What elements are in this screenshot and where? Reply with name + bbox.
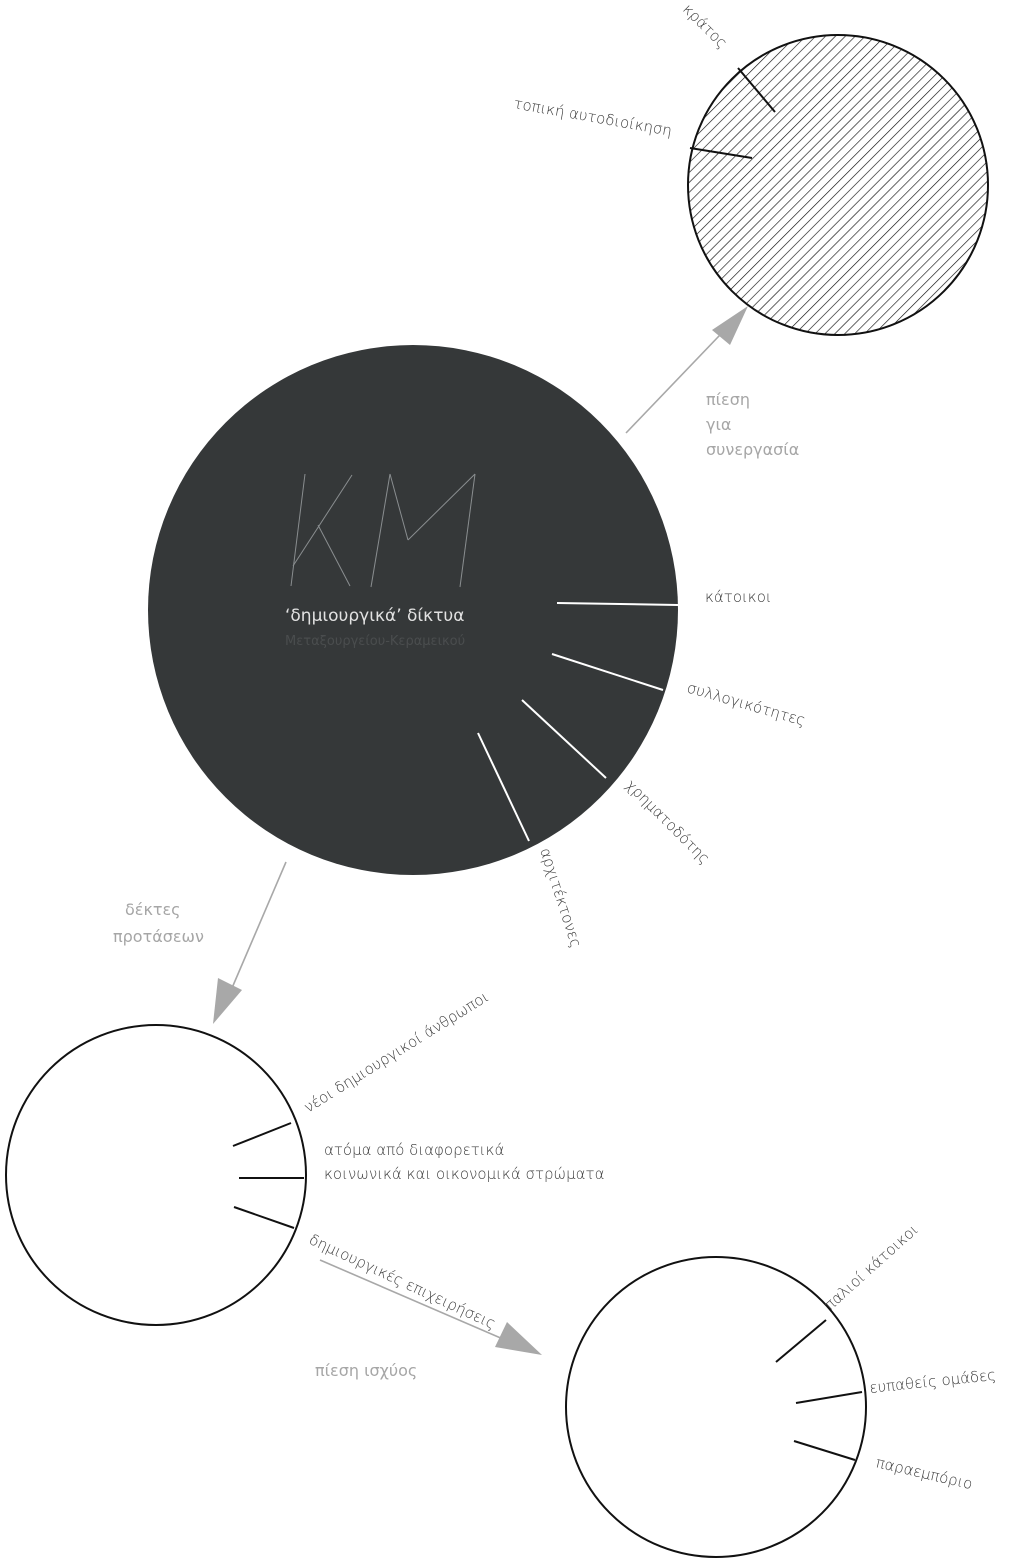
architects-spoke bbox=[477, 732, 530, 842]
funder-label: χρηματοδότης bbox=[622, 776, 713, 867]
power-label: πίεση ισχύος bbox=[315, 1361, 417, 1380]
recipients-label-1: δέκτες bbox=[125, 900, 181, 919]
creative-network-circle: KM ‘δημιουργικά’ δίκτυα Μεταξουργείου-Κε… bbox=[0, 0, 808, 950]
creative-business-label: δημιουργικές επιχειρήσεις bbox=[306, 1230, 498, 1332]
street-vendors-spoke bbox=[793, 1440, 856, 1461]
state-circle: κράτος τοπική αυτοδιοίκηση bbox=[512, 0, 989, 336]
old-residents-circle: παλιοί κάτοικοι ευπαθείς ομάδες παραεμπό… bbox=[565, 1220, 997, 1558]
local-gov-label: τοπική αυτοδιοίκηση bbox=[512, 94, 673, 140]
street-vendors-label: παραεμπόριο bbox=[874, 1453, 974, 1493]
km-monogram bbox=[290, 473, 476, 588]
creative-business-spoke bbox=[233, 1206, 295, 1229]
km-text: KM bbox=[0, 0, 2, 1]
diverse-people-label-1: ατόμα από διαφορετικά bbox=[324, 1141, 504, 1159]
architects-label: αρχιτέκτονες bbox=[536, 846, 585, 950]
cooperation-label-1: πίεση bbox=[706, 390, 750, 409]
cooperation-arrow: πίεση για συνεργασία bbox=[625, 306, 799, 459]
local-gov-spoke bbox=[689, 147, 753, 159]
state-label: κράτος bbox=[679, 0, 731, 52]
cooperation-label-3: συνεργασία bbox=[706, 440, 799, 459]
new-creatives-spoke bbox=[232, 1122, 292, 1147]
new-creatives-label: νέοι δημιουργικοί άνθρωποι bbox=[301, 987, 492, 1116]
old-residents-spoke bbox=[775, 1319, 827, 1363]
vulnerable-groups-label: ευπαθείς ομάδες bbox=[869, 1366, 997, 1397]
residents-spoke bbox=[556, 602, 679, 606]
state-spoke bbox=[737, 67, 776, 113]
cooperation-label-2: για bbox=[706, 415, 731, 434]
collectives-spoke bbox=[551, 653, 664, 691]
old-residents-label: παλιοί κάτοικοι bbox=[821, 1220, 922, 1314]
center-title: ‘δημιουργικά’ δίκτυα bbox=[285, 606, 464, 626]
new-creatives-circle: νέοι δημιουργικοί άνθρωποι ατόμα από δια… bbox=[5, 987, 604, 1333]
funder-spoke bbox=[521, 699, 607, 779]
power-arrow: πίεση ισχύος bbox=[315, 1259, 542, 1380]
recipients-arrow: δέκτες προτάσεων bbox=[113, 861, 287, 1024]
collectives-label: συλλογικότητες bbox=[685, 679, 808, 730]
diverse-people-label-2: κοινωνικά και οικονομικά στρώματα bbox=[324, 1165, 604, 1183]
vulnerable-groups-spoke bbox=[795, 1391, 863, 1404]
recipients-label-2: προτάσεων bbox=[113, 927, 204, 946]
residents-label: κάτοικοι bbox=[705, 588, 772, 606]
center-subtitle: Μεταξουργείου-Κεραμεικού bbox=[285, 634, 465, 649]
